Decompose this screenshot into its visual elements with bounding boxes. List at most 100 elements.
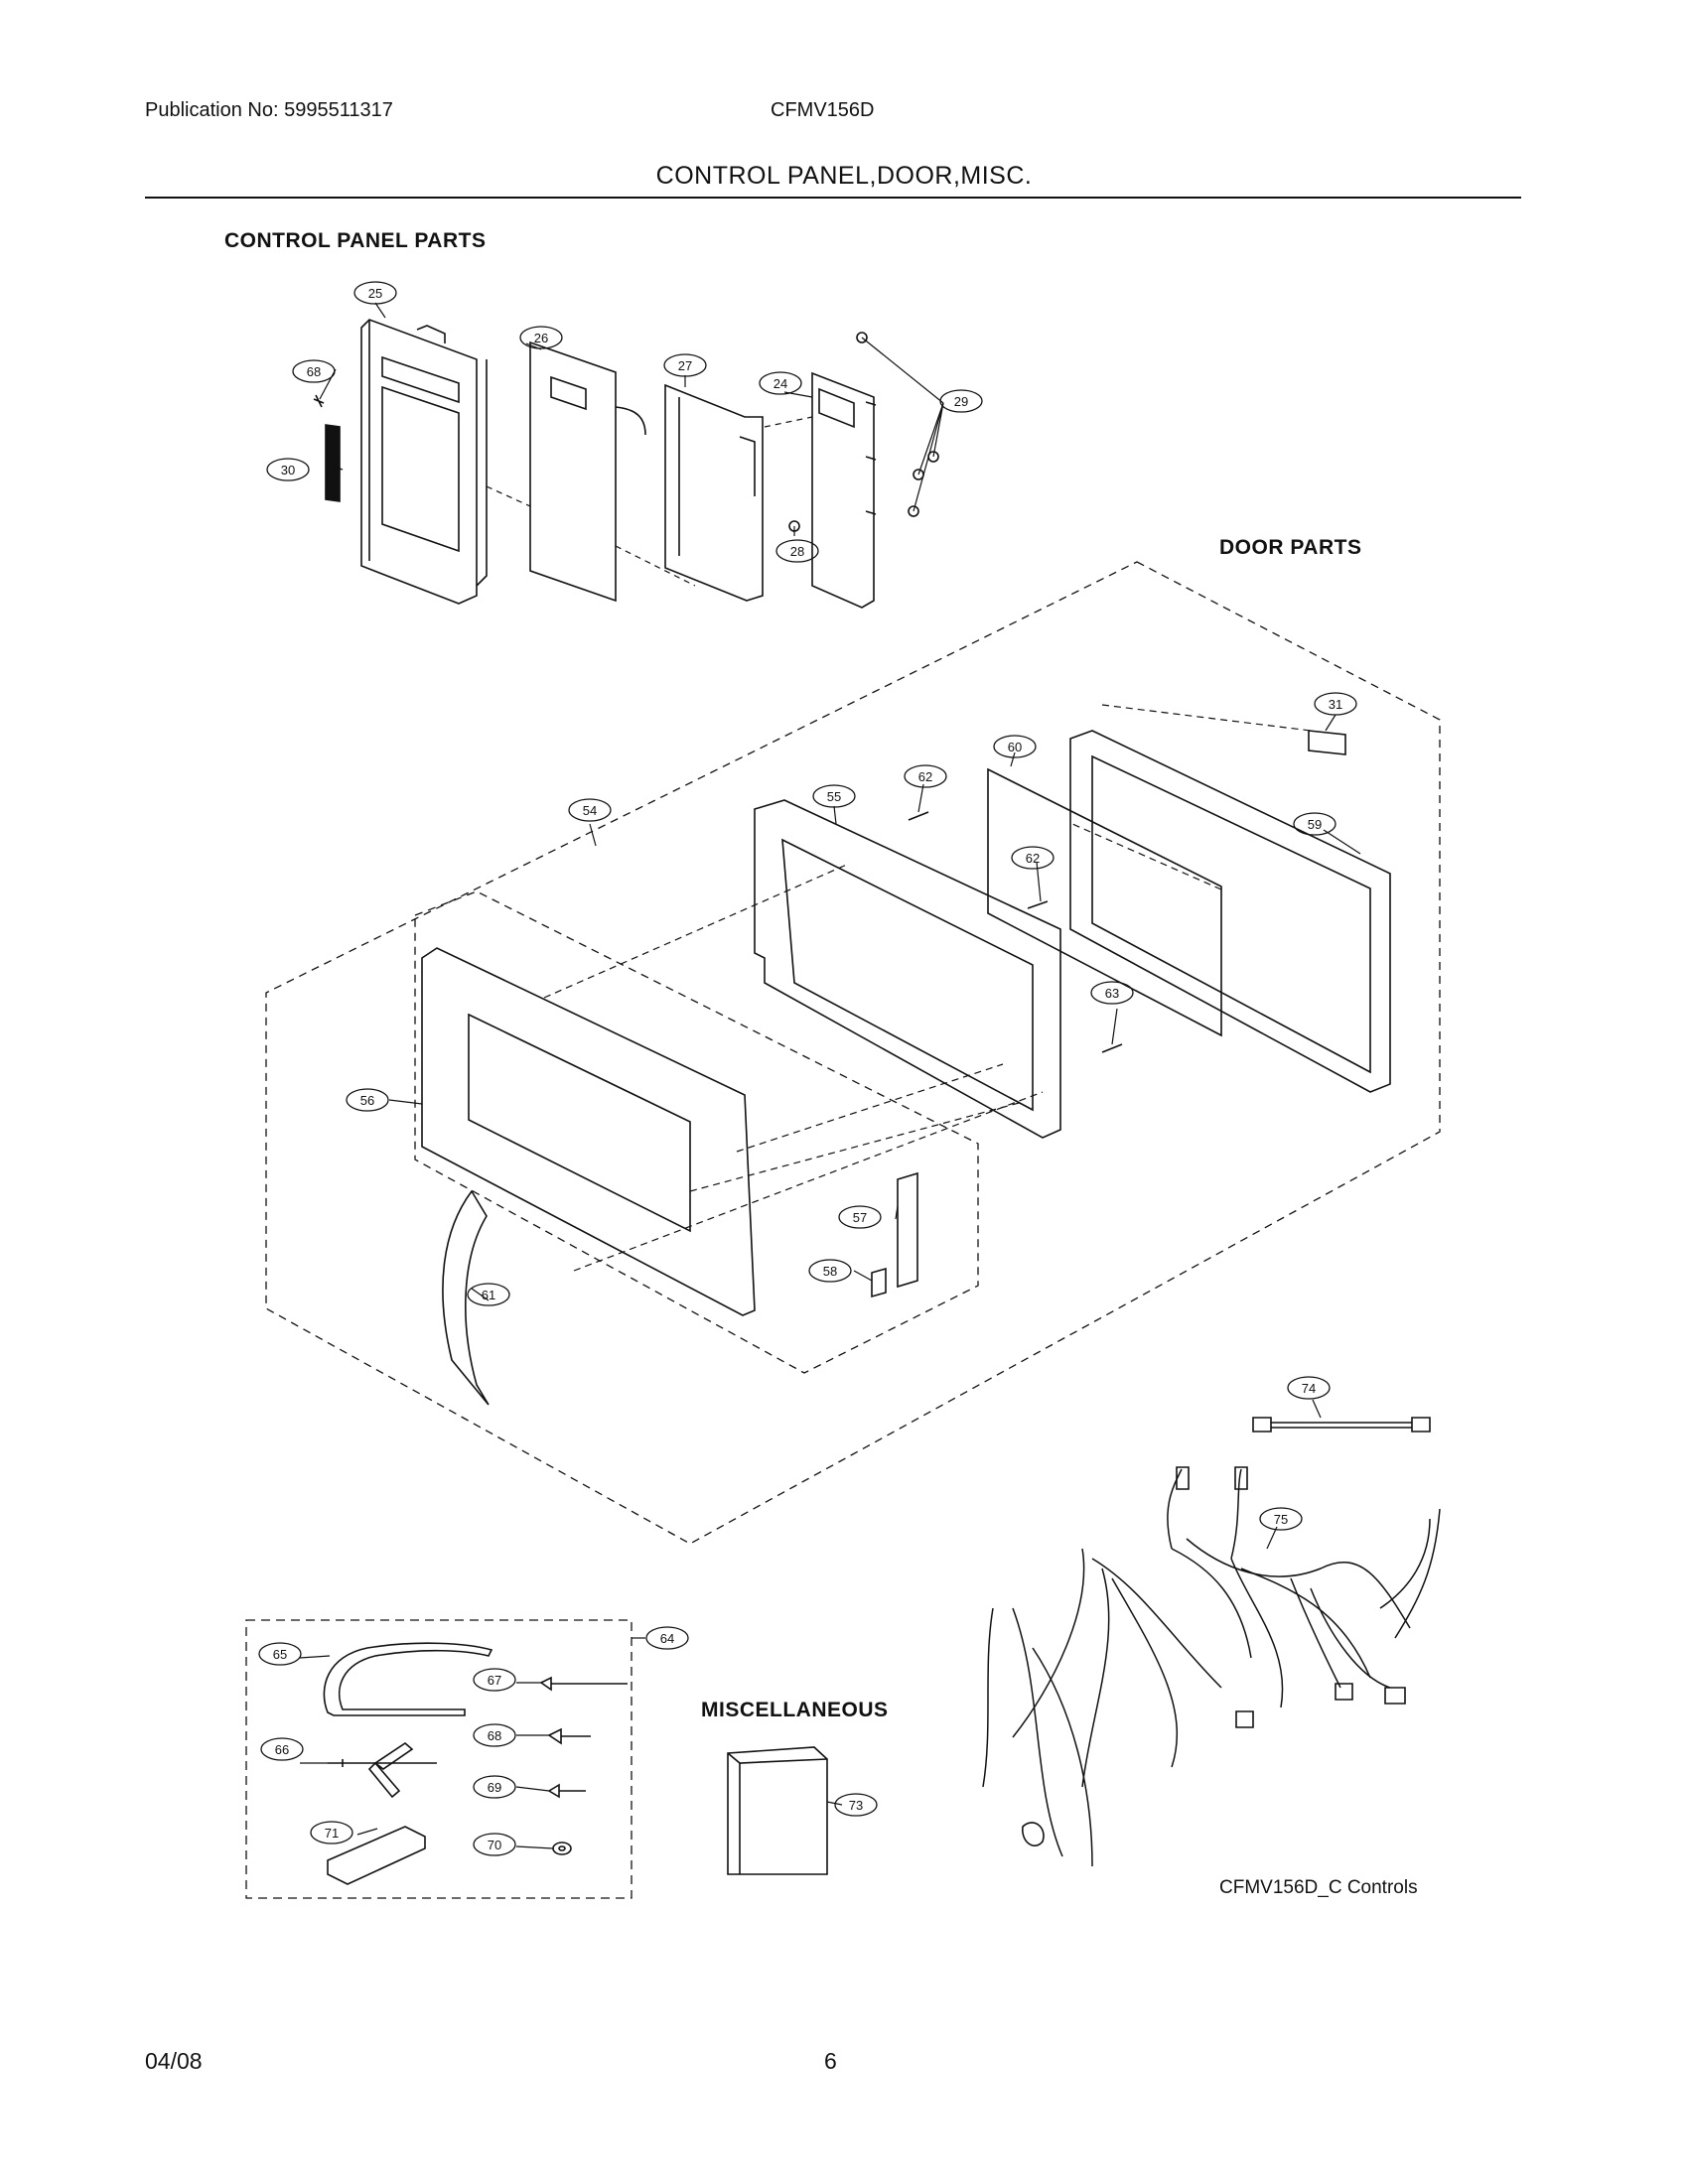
control-bracket xyxy=(664,383,764,602)
section-door: DOOR PARTS xyxy=(1219,536,1362,559)
svg-text:61: 61 xyxy=(482,1288,495,1302)
svg-text:55: 55 xyxy=(827,789,841,804)
svg-text:74: 74 xyxy=(1302,1381,1316,1396)
svg-text:71: 71 xyxy=(325,1826,339,1841)
callout-26: 26 xyxy=(519,326,563,349)
svg-text:26: 26 xyxy=(534,331,548,345)
door-handle xyxy=(442,1189,490,1406)
callout-28: 28 xyxy=(775,539,819,563)
svg-text:66: 66 xyxy=(275,1742,289,1757)
callout-56: 56 xyxy=(346,1088,389,1112)
harness-leader xyxy=(1266,1526,1278,1550)
manual-book xyxy=(727,1746,828,1875)
svg-text:57: 57 xyxy=(853,1210,867,1225)
callout-58: 58 xyxy=(808,1259,852,1283)
title-rule xyxy=(145,197,1521,199)
svg-text:31: 31 xyxy=(1329,697,1342,712)
callout-55: 55 xyxy=(812,784,856,808)
door-latch xyxy=(871,1171,918,1298)
callout-59: 59 xyxy=(1293,812,1336,836)
callout-64: 64 xyxy=(645,1626,689,1650)
svg-text:68: 68 xyxy=(488,1728,501,1743)
callout-24: 24 xyxy=(759,371,802,395)
svg-text:75: 75 xyxy=(1274,1512,1288,1527)
callout-68: 68 xyxy=(473,1723,516,1747)
callout-30: 30 xyxy=(266,458,310,481)
callout-54: 54 xyxy=(568,798,612,822)
callout-31: 31 xyxy=(1314,692,1357,716)
svg-text:63: 63 xyxy=(1105,986,1119,1001)
kit-leaders xyxy=(299,1637,645,1849)
svg-text:29: 29 xyxy=(954,394,968,409)
kit-screw-short xyxy=(547,1783,586,1799)
callout-62: 62 xyxy=(904,764,947,788)
callout-62: 62 xyxy=(1011,846,1055,870)
svg-text:67: 67 xyxy=(488,1673,501,1688)
hardware-kit-box xyxy=(245,1619,633,1899)
callout-66: 66 xyxy=(260,1737,304,1761)
door-hinge-clip xyxy=(1308,730,1346,755)
control-panel-frame xyxy=(360,319,488,605)
diagram-caption: CFMV156D_C Controls xyxy=(1219,1877,1418,1898)
manual-leader xyxy=(826,1801,843,1806)
callout-57: 57 xyxy=(838,1205,882,1229)
callout-74: 74 xyxy=(1287,1376,1331,1400)
svg-text:62: 62 xyxy=(918,769,932,784)
callout-71: 71 xyxy=(310,1821,353,1844)
svg-text:54: 54 xyxy=(583,803,597,818)
svg-text:25: 25 xyxy=(368,286,382,301)
door-assembly-boundary xyxy=(265,561,1441,1545)
kit-screw-mid xyxy=(547,1727,591,1745)
kit-toggle-bolt xyxy=(328,1741,437,1799)
callout-29: 29 xyxy=(939,389,983,413)
control-board xyxy=(811,371,877,609)
door-assembly-lines xyxy=(543,704,1312,1272)
jumper-wire xyxy=(1252,1399,1431,1433)
svg-text:59: 59 xyxy=(1308,817,1322,832)
kit-washer xyxy=(552,1842,572,1855)
kit-strap xyxy=(323,1642,493,1716)
callout-68: 68 xyxy=(292,359,336,383)
callout-60: 60 xyxy=(993,735,1037,758)
door-screen-panel xyxy=(987,767,1222,1037)
svg-text:58: 58 xyxy=(823,1264,837,1279)
svg-text:27: 27 xyxy=(678,358,692,373)
svg-text:60: 60 xyxy=(1008,740,1022,754)
footer-date: 04/08 xyxy=(145,2048,203,2074)
svg-text:30: 30 xyxy=(281,463,295,478)
svg-text:62: 62 xyxy=(1026,851,1040,866)
publication-number: Publication No: 5995511317 xyxy=(145,99,393,121)
callout-61: 61 xyxy=(467,1283,510,1306)
harness-connectors xyxy=(1022,1466,1406,1846)
page-number: 6 xyxy=(824,2048,837,2074)
callout-75: 75 xyxy=(1259,1507,1303,1531)
callout-73: 73 xyxy=(834,1793,878,1817)
svg-text:64: 64 xyxy=(660,1631,674,1646)
kit-bracket xyxy=(327,1826,426,1885)
door-choke xyxy=(1069,730,1391,1093)
svg-text:68: 68 xyxy=(307,364,321,379)
svg-text:69: 69 xyxy=(488,1780,501,1795)
section-control-panel: CONTROL PANEL PARTS xyxy=(224,229,487,252)
kit-screw-long xyxy=(539,1676,628,1692)
callout-67: 67 xyxy=(473,1668,516,1692)
model-number: CFMV156D xyxy=(771,99,875,121)
page-title: CONTROL PANEL,DOOR,MISC. xyxy=(655,162,1033,190)
door-outer-panel xyxy=(421,947,756,1316)
svg-text:65: 65 xyxy=(273,1647,287,1662)
callout-27: 27 xyxy=(663,353,707,377)
door-frame-inner xyxy=(754,799,1061,1139)
membrane-sheet xyxy=(529,341,646,603)
svg-text:28: 28 xyxy=(790,544,804,559)
callout-63: 63 xyxy=(1090,981,1134,1005)
cp-leaders xyxy=(319,302,944,536)
callout-69: 69 xyxy=(473,1775,516,1799)
wire-harness xyxy=(982,1468,1441,1867)
callout-70: 70 xyxy=(473,1833,516,1856)
callout-65: 65 xyxy=(258,1642,302,1666)
control-panel-label xyxy=(325,424,341,502)
callout-25: 25 xyxy=(353,281,397,305)
door-leaders xyxy=(388,714,1361,1301)
cp-assembly-lines xyxy=(486,416,813,587)
